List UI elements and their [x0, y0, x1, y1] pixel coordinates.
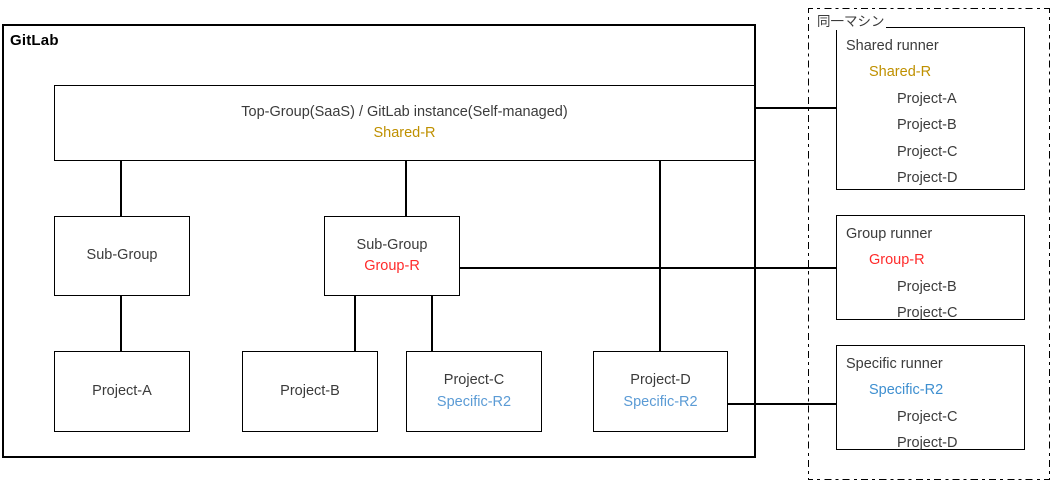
runner-box-group[interactable]: Group runner Group-R Project-B Project-C	[836, 215, 1025, 321]
runner-specific-project-1: Project-D	[897, 435, 958, 452]
node-project-a[interactable]: Project-A	[54, 351, 190, 432]
connector-subgroup2-projectc	[431, 296, 433, 352]
node-project-d[interactable]: Project-D Specific-R2	[593, 351, 728, 432]
same-machine-label: 同一マシン	[816, 10, 886, 30]
connector-subgroup2-projectb	[354, 296, 356, 352]
node-project-c-runner: Specific-R2	[436, 393, 512, 410]
runner-group-project-1: Project-C	[897, 305, 958, 322]
connector-topgroup-subgroup2	[405, 161, 407, 217]
machine-frame-edge-bottom	[808, 479, 1050, 480]
runner-shared-title: Shared runner	[846, 38, 939, 54]
node-project-d-runner: Specific-R2	[623, 393, 698, 410]
runner-shared-project-0: Project-A	[897, 90, 957, 107]
runner-shared-name: Shared-R	[869, 64, 932, 81]
node-top-group[interactable]: Top-Group(SaaS) / GitLab instance(Self-m…	[54, 85, 755, 161]
same-machine-frame	[808, 8, 1050, 480]
node-project-d-title: Project-D	[630, 372, 691, 389]
connector-topgroup-projectd	[659, 161, 661, 352]
node-project-b-title: Project-B	[280, 382, 340, 399]
node-sub-group-2-title: Sub-Group	[356, 236, 428, 253]
runner-specific-name: Specific-R2	[869, 382, 944, 399]
runner-group-project-0: Project-B	[897, 278, 957, 295]
node-sub-group-1[interactable]: Sub-Group	[54, 216, 190, 296]
node-top-group-title: Top-Group(SaaS) / GitLab instance(Self-m…	[241, 103, 568, 120]
node-project-a-title: Project-A	[92, 382, 152, 399]
runner-group-title: Group runner	[846, 226, 933, 242]
node-sub-group-2-runner: Group-R	[364, 258, 420, 274]
runner-shared-project-3: Project-D	[897, 169, 958, 186]
runner-shared-project-1: Project-B	[897, 117, 957, 134]
runner-box-specific[interactable]: Specific runner Specific-R2 Project-C Pr…	[836, 345, 1025, 451]
node-sub-group-1-title: Sub-Group	[86, 247, 158, 264]
connector-topgroup-shared-runner	[755, 107, 837, 109]
node-top-group-runner: Shared-R	[373, 125, 436, 141]
runner-box-shared[interactable]: Shared runner Shared-R Project-A Project…	[836, 27, 1025, 190]
machine-frame-edge-top	[808, 8, 1050, 9]
node-project-c[interactable]: Project-C Specific-R2	[406, 351, 542, 432]
connector-topgroup-subgroup1	[120, 161, 122, 217]
node-project-c-title: Project-C	[443, 372, 505, 389]
gitlab-frame-label: GitLab	[10, 32, 59, 49]
connector-projectd-specific-runner	[728, 403, 837, 405]
runner-specific-project-0: Project-C	[897, 408, 958, 425]
connector-subgroup2-group-runner	[460, 267, 837, 269]
machine-frame-edge-right	[1049, 8, 1050, 480]
runner-specific-title: Specific runner	[846, 356, 943, 372]
node-sub-group-2[interactable]: Sub-Group Group-R	[324, 216, 460, 296]
runner-group-name: Group-R	[869, 252, 925, 269]
node-project-b[interactable]: Project-B	[242, 351, 378, 432]
runner-shared-project-2: Project-C	[897, 143, 958, 160]
connector-subgroup1-projecta	[120, 296, 122, 352]
machine-frame-edge-left	[808, 8, 809, 480]
